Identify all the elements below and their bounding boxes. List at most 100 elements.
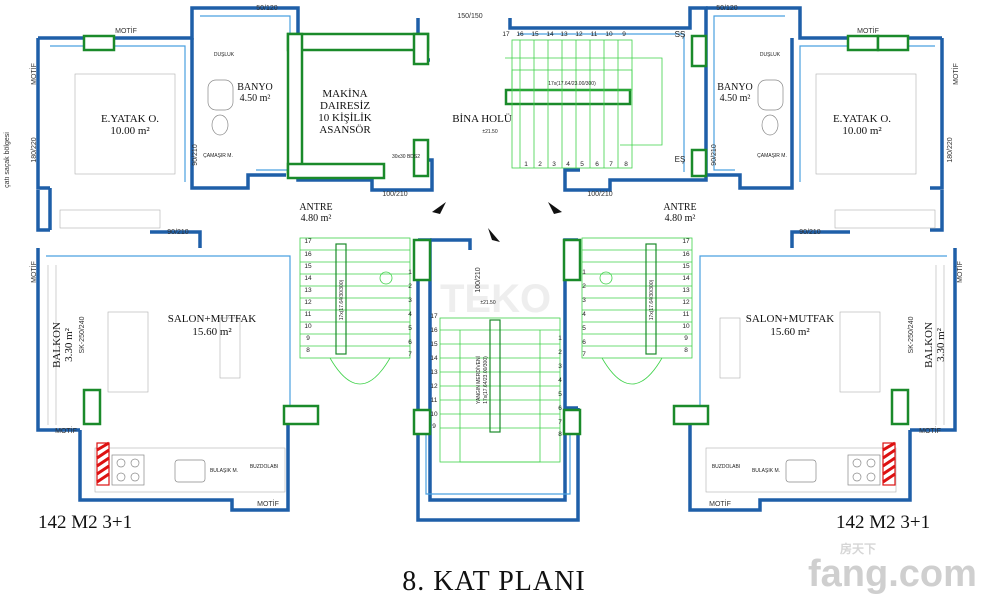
left-balcony-name: BALKON (51, 322, 63, 368)
svg-text:5: 5 (558, 391, 562, 398)
motif-right-side: MOTİF (951, 63, 960, 85)
right-salon-name: SALON+MUTFAK (746, 313, 835, 325)
svg-text:4: 4 (408, 311, 412, 318)
left-bath-wall (190, 38, 286, 190)
dim-left-window: 180/220 (31, 137, 38, 162)
svg-text:7: 7 (609, 161, 613, 168)
plan-title: 8. KAT PLANI (402, 566, 585, 597)
faint-watermark: TEKO (440, 277, 551, 321)
arrow-left-icon (432, 202, 446, 214)
dim-right-window: 180/220 (947, 137, 954, 162)
column-left-top (82, 34, 116, 52)
fire-door-dim: 100/210 (475, 267, 482, 292)
dim-right-core-door: 100/210 (587, 191, 612, 198)
svg-text:3: 3 (582, 297, 586, 304)
svg-text:3: 3 (552, 161, 556, 168)
right-antre-name: ANTRE (663, 202, 696, 213)
right-bath-inner (713, 15, 785, 171)
svg-text:4: 4 (566, 161, 570, 168)
left-balcony-area: 3.30 m² (63, 327, 75, 362)
svg-text:17: 17 (682, 238, 690, 245)
left-salon-wall (36, 248, 80, 432)
left-fridge: BUZDOLABI (250, 464, 278, 470)
column-core-left (412, 238, 432, 282)
column-right-antre (672, 404, 710, 426)
left-antre-name: ANTRE (299, 202, 332, 213)
svg-text:8: 8 (624, 161, 628, 168)
svg-text:2: 2 (558, 349, 562, 356)
left-wing-wall-top (38, 6, 300, 48)
motif-left-bottom: MOTİF (257, 499, 279, 508)
right-furniture (705, 73, 945, 493)
svg-text:5: 5 (408, 325, 412, 332)
svg-text:5: 5 (582, 325, 586, 332)
fire-stair-label: YANGIN MERDİVENİ (475, 356, 482, 404)
main-stair-label: 17x(17.64/23.00/300) (548, 81, 596, 87)
svg-text:14: 14 (546, 31, 554, 38)
right-wing-wall-east (930, 38, 944, 190)
svg-text:17: 17 (502, 31, 510, 38)
svg-text:11: 11 (305, 311, 312, 318)
dim-right-antre-door: 90/210 (799, 229, 821, 236)
stair-landing-box (504, 88, 632, 106)
svg-text:10: 10 (430, 411, 438, 418)
column-left-balcony (82, 388, 102, 426)
column-left-antre (282, 404, 320, 426)
column-fire-right (562, 408, 582, 436)
svg-text:13: 13 (304, 287, 312, 294)
dim-right-bath-door: 90/210 (711, 144, 718, 166)
elevator-wall-left (286, 32, 304, 176)
svg-text:7: 7 (582, 351, 586, 358)
right-shower-note: DUŞLUK (760, 52, 781, 58)
svg-text:3: 3 (408, 297, 412, 304)
right-fridge: BUZDOLABI (712, 464, 740, 470)
svg-text:5: 5 (580, 161, 584, 168)
svg-text:8: 8 (306, 347, 310, 354)
left-laundry: ÇAMAŞIR M. (203, 153, 233, 159)
svg-text:12: 12 (304, 299, 312, 306)
label-es: EŞ (675, 155, 686, 164)
core-fire-stair-left2 (416, 240, 580, 522)
svg-text:3: 3 (558, 363, 562, 370)
right-antre-wall (790, 230, 850, 248)
left-bedroom-name: E.YATAK O. (101, 113, 159, 125)
right-bedroom-area: 10.00 m² (842, 125, 882, 137)
motif-left-side: MOTİF (29, 63, 38, 85)
column-right-balcony (890, 388, 910, 426)
lift-note: 30x30 BDS2 (392, 154, 420, 160)
svg-text:13: 13 (430, 369, 438, 376)
elevator-wall-right-top (412, 32, 430, 66)
svg-text:15: 15 (531, 31, 539, 38)
svg-text:13: 13 (682, 287, 690, 294)
dim-right-balcony-door: SK-250/240 (908, 316, 915, 353)
brand-fang: fang.com (808, 553, 977, 595)
motif-left-top: MOTİF (115, 26, 137, 35)
label-ss: SŞ (675, 30, 686, 39)
svg-text:15: 15 (304, 263, 312, 270)
right-salon-inner (699, 255, 947, 412)
right-salon-area: 15.60 m² (770, 326, 810, 338)
svg-text:15: 15 (682, 263, 690, 270)
motif-right-salon: MOTİF (955, 261, 964, 283)
svg-text:10: 10 (682, 323, 690, 330)
right-wing-wall-east2 (930, 190, 944, 232)
column-right-top (846, 34, 880, 52)
left-salon-inner (46, 255, 291, 412)
svg-text:6: 6 (408, 339, 412, 346)
right-red-shaft (882, 441, 896, 486)
svg-text:6: 6 (595, 161, 599, 168)
roof-eave-note: çatı saçak bölgesi (4, 132, 11, 188)
svg-text:11: 11 (591, 31, 598, 38)
motif-left-balcony: MOTİF (55, 426, 77, 435)
motif-right-balcony: MOTİF (919, 426, 941, 435)
left-red-shaft (96, 441, 110, 486)
svg-text:1: 1 (524, 161, 528, 168)
dim-left-balcony-door: SK-250/240 (79, 316, 86, 353)
svg-text:1: 1 (558, 335, 562, 342)
left-bedroom-area: 10.00 m² (110, 125, 150, 137)
elevator-label-1: MAKİNA (322, 88, 367, 100)
right-bedroom-name: E.YATAK O. (833, 113, 891, 125)
